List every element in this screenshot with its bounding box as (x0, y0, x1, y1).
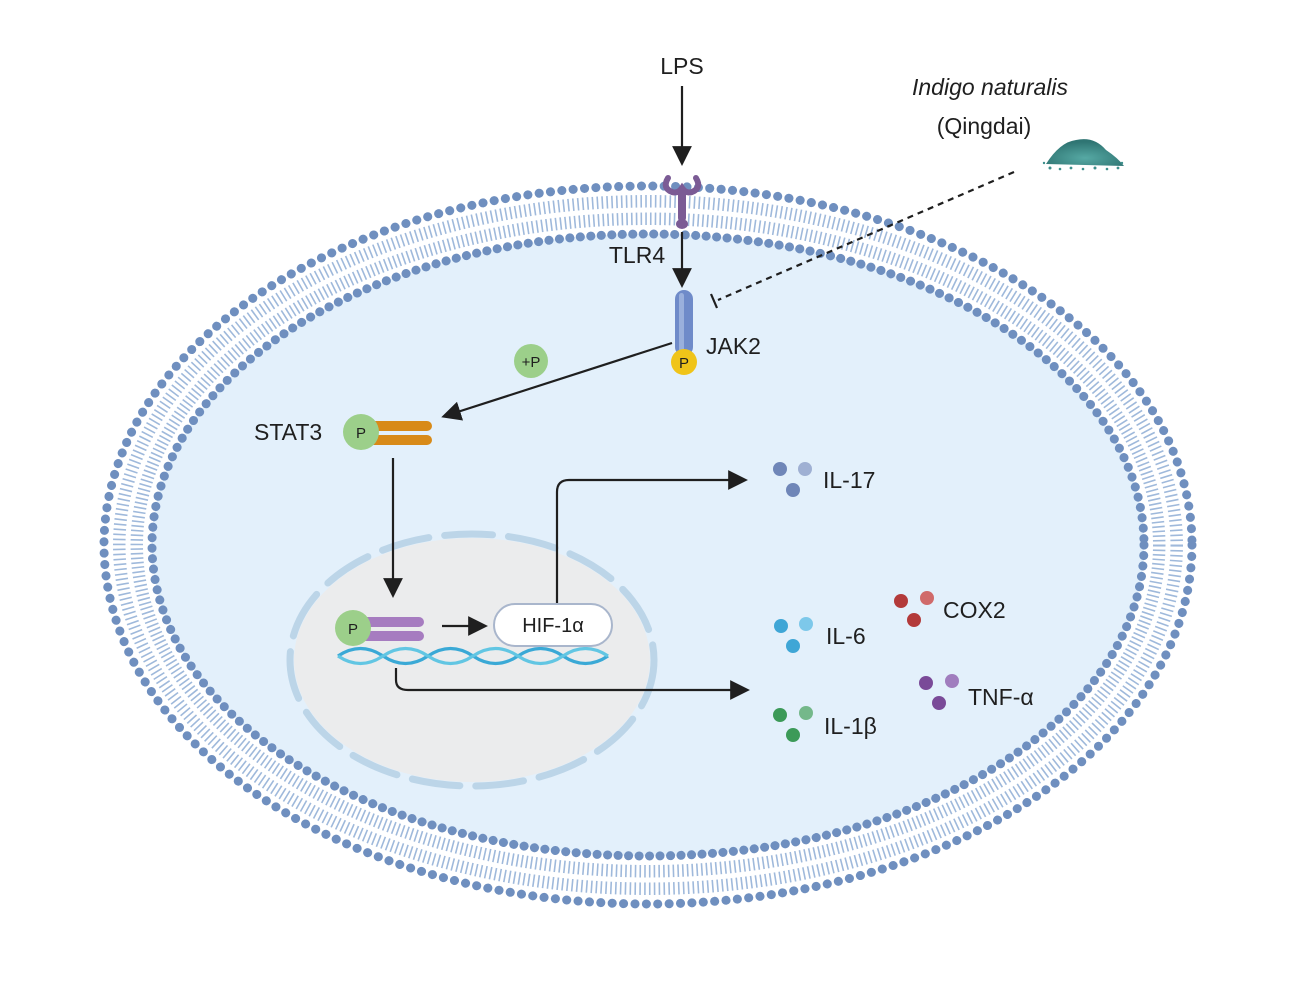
jak2-kinase-icon (675, 290, 693, 356)
jak2-label: JAK2 (706, 333, 761, 359)
il6-label: IL-6 (826, 623, 866, 649)
stat3-phospho-label: P (356, 425, 366, 442)
jak2-phospho-label: P (679, 355, 689, 372)
herb-name-label: Indigo naturalis (912, 74, 1068, 100)
inhibition-line (717, 170, 1015, 302)
il17-cytokine-icon (773, 462, 812, 497)
plus-phospho-badge (514, 344, 548, 378)
nuclear-stat3-phospho-label: P (348, 621, 358, 638)
nuclear-stat3-phospho-badge (335, 610, 371, 646)
hif-to-il17-arrow (555, 470, 748, 603)
stat3-label: STAT3 (254, 419, 322, 445)
il1b-cytokine-icon (773, 706, 813, 742)
membrane-outer-heads (99, 181, 1197, 909)
nucleus (286, 530, 658, 790)
dna-to-cytokines-arrow (394, 668, 750, 700)
nuclear-envelope (286, 530, 658, 790)
jak2-to-stat3-arrow (441, 341, 673, 421)
nuclear-stat3-dimer-icon (360, 617, 424, 641)
stat3-dimer-icon (368, 421, 432, 445)
tnfa-label: TNF-α (968, 684, 1034, 710)
inhibition-bar (709, 293, 719, 309)
il17-label: IL-17 (823, 467, 875, 493)
plus-phospho-label: +P (522, 354, 541, 371)
tlr4-label: TLR4 (609, 242, 665, 268)
il1b-label: IL-1β (824, 713, 877, 739)
jak2-phospho-badge (671, 349, 697, 375)
qingdai-powder-icon (1042, 139, 1124, 171)
cell-membrane (99, 181, 1197, 909)
lps-label: LPS (660, 53, 703, 79)
cox2-label: COX2 (943, 597, 1006, 623)
tlr4-receptor-icon (662, 175, 702, 229)
dna-helix-icon (337, 646, 609, 666)
stat3-phospho-badge (343, 414, 379, 450)
tnfa-cytokine-icon (919, 674, 959, 710)
cytoplasm (147, 229, 1149, 861)
herb-alias-label: (Qingdai) (937, 113, 1032, 139)
nucleus-body (294, 538, 650, 782)
il6-cytokine-icon (774, 617, 813, 653)
cox2-cytokine-icon (894, 591, 934, 627)
membrane-midline (125, 207, 1171, 883)
hif-label: HIF-1α (522, 615, 584, 637)
hif-box (493, 603, 613, 647)
